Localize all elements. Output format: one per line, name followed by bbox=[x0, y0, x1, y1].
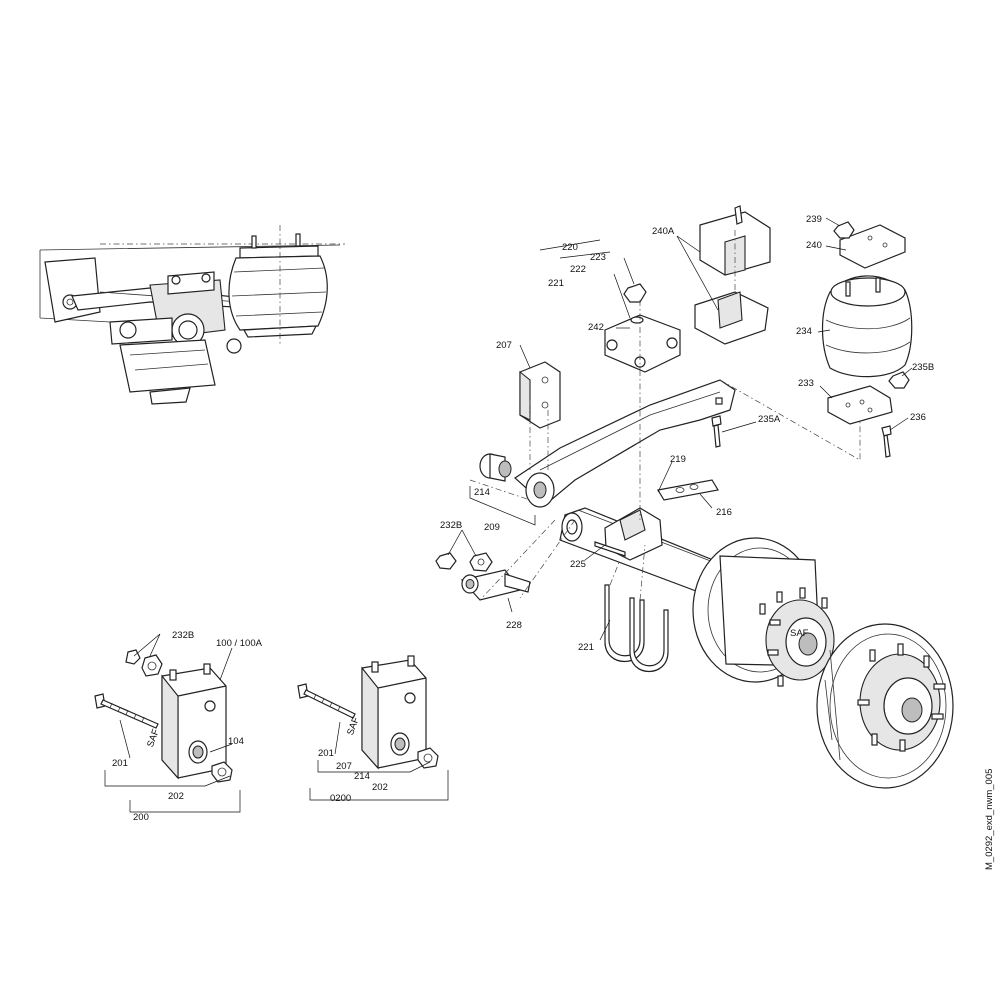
label-220: 220 bbox=[562, 242, 578, 253]
hanger-207 bbox=[519, 361, 561, 429]
label-214: 214 bbox=[474, 487, 490, 498]
label-104: 104 bbox=[228, 736, 244, 747]
label-221-bottom: 221 bbox=[578, 642, 594, 653]
assembled-suspension-overview bbox=[39, 225, 345, 405]
hanger-kit-200: SAF bbox=[94, 649, 233, 783]
label-201-left: 201 bbox=[112, 758, 128, 769]
air-spring-234 bbox=[711, 221, 913, 458]
label-235B: 235B bbox=[912, 362, 934, 373]
callout-leader-lines bbox=[104, 217, 913, 813]
label-100-100A: 100 / 100A bbox=[216, 638, 263, 649]
label-242: 242 bbox=[588, 322, 604, 333]
label-216: 216 bbox=[716, 507, 732, 518]
label-209: 209 bbox=[484, 522, 500, 533]
label-225: 225 bbox=[570, 559, 586, 570]
label-240: 240 bbox=[806, 240, 822, 251]
label-0200: 0200 bbox=[330, 793, 351, 804]
drawing-code: M_0292_exd_nwm_005 bbox=[984, 769, 995, 870]
hub-brand-stamp: SAF bbox=[790, 628, 809, 639]
label-235A: 235A bbox=[758, 414, 781, 425]
label-207: 207 bbox=[496, 340, 512, 351]
axle-beam-and-hubs: SAF bbox=[559, 507, 954, 789]
assembly-center-lines bbox=[469, 230, 861, 601]
label-202-left: 202 bbox=[168, 791, 184, 802]
brand-stamp-right: SAF bbox=[345, 715, 362, 736]
label-200: 200 bbox=[133, 812, 149, 823]
label-207-center: 207 bbox=[336, 761, 352, 772]
callout-labels: 200 201 202 232B 100 / 100A 104 0200 201… bbox=[112, 214, 934, 823]
label-232B: 232B bbox=[440, 520, 462, 531]
brand-stamp-left: SAF bbox=[145, 727, 162, 748]
label-228: 228 bbox=[506, 620, 522, 631]
label-223: 223 bbox=[590, 252, 606, 263]
label-219: 219 bbox=[670, 454, 686, 465]
shock-absorber-228 bbox=[435, 552, 531, 601]
label-236: 236 bbox=[910, 412, 926, 423]
label-232B-left: 232B bbox=[172, 630, 194, 641]
air-spring-brackets-240A bbox=[694, 205, 771, 345]
trailing-arm-209 bbox=[479, 379, 736, 508]
label-239: 239 bbox=[806, 214, 822, 225]
label-202-center: 202 bbox=[372, 782, 388, 793]
label-234: 234 bbox=[796, 326, 812, 337]
label-201-center: 201 bbox=[318, 748, 334, 759]
label-233: 233 bbox=[798, 378, 814, 389]
label-240A: 240A bbox=[652, 226, 675, 237]
axle-seat-225 bbox=[594, 479, 719, 561]
label-222: 222 bbox=[570, 264, 586, 275]
label-221-top: 221 bbox=[548, 278, 564, 289]
u-bolt-221 bbox=[604, 584, 669, 673]
label-214-center: 214 bbox=[354, 771, 370, 782]
